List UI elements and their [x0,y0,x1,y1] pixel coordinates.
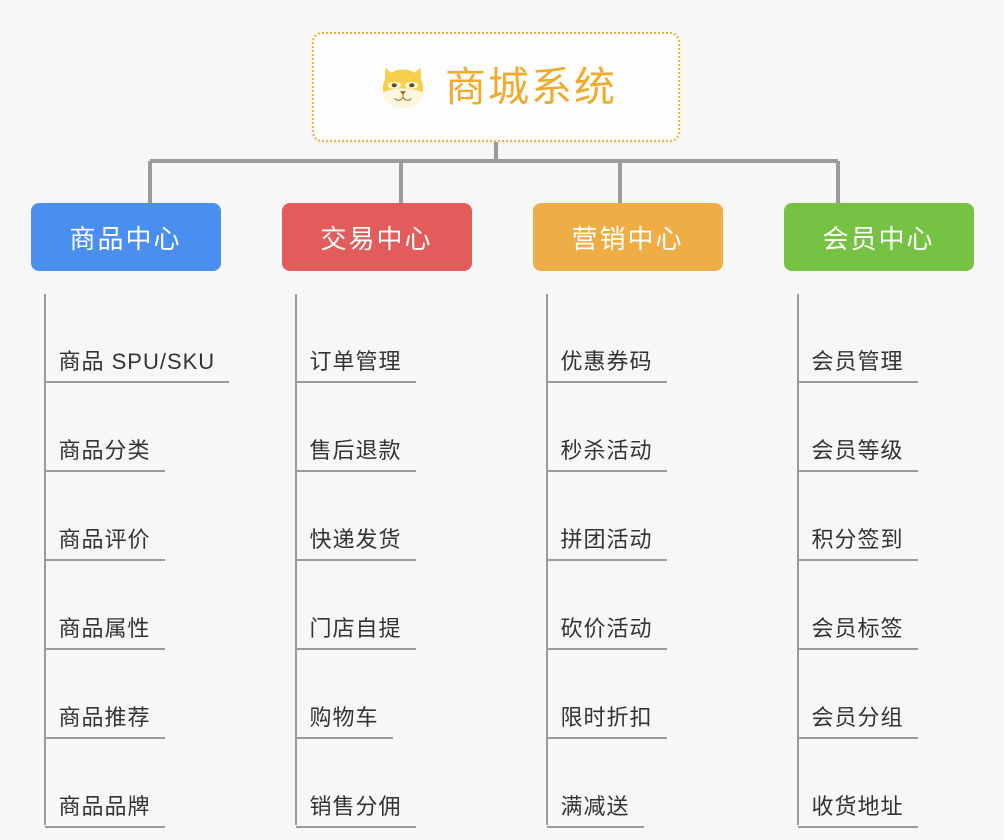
leaf-item[interactable]: 快递发货 [295,472,472,561]
leaf-label: 购物车 [295,705,393,739]
leaf-item[interactable]: 砍价活动 [546,561,723,650]
leaf-item[interactable]: 商品评价 [44,472,221,561]
leaf-item[interactable]: 商品分类 [44,383,221,472]
leaf-label: 限时折扣 [546,705,667,739]
leaf-label: 会员标签 [797,616,918,650]
leaf-item[interactable]: 会员管理 [797,294,974,383]
leaf-label: 会员等级 [797,438,918,472]
leaf-label: 快递发货 [295,527,416,561]
leaf-item[interactable]: 会员标签 [797,561,974,650]
leaf-item[interactable]: 门店自提 [295,561,472,650]
leaf-item[interactable]: 商品推荐 [44,650,221,739]
leaf-label: 砍价活动 [546,616,667,650]
column-member-center: 会员中心 会员管理 会员等级 积分签到 会员标签 会员分组 [753,203,1004,828]
leaf-item[interactable]: 会员等级 [797,383,974,472]
leaf-item[interactable]: 订单管理 [295,294,472,383]
leaf-item[interactable]: 商品品牌 [44,739,221,828]
category-label: 商品中心 [69,223,182,254]
category-header-marketing-center[interactable]: 营销中心 [532,203,723,271]
leaf-item[interactable]: 商品属性 [44,561,221,650]
leaf-item[interactable]: 积分签到 [797,472,974,561]
leaf-list-marketing-center: 优惠券码 秒杀活动 拼团活动 砍价活动 限时折扣 满减送 [533,294,723,828]
root-node[interactable]: 商城系统 [312,32,680,142]
leaf-label: 商品评价 [44,527,165,561]
category-header-product-center[interactable]: 商品中心 [30,203,221,271]
root-title: 商城系统 [445,63,617,110]
leaf-item[interactable]: 购物车 [295,650,472,739]
leaf-label: 优惠券码 [546,349,667,383]
leaf-label: 商品分类 [44,438,165,472]
leaf-label: 订单管理 [295,349,416,383]
leaf-item[interactable]: 限时折扣 [546,650,723,739]
category-label: 交易中心 [320,223,433,254]
leaf-label: 收货地址 [797,794,918,828]
leaf-label: 售后退款 [295,438,416,472]
leaf-label: 秒杀活动 [546,438,667,472]
leaf-item[interactable]: 售后退款 [295,383,472,472]
leaf-label: 会员管理 [797,349,918,383]
leaf-label: 会员分组 [797,705,918,739]
category-label: 会员中心 [822,223,935,254]
category-header-trade-center[interactable]: 交易中心 [281,203,472,271]
column-trade-center: 交易中心 订单管理 售后退款 快递发货 门店自提 购物车 [251,203,502,828]
leaf-label: 门店自提 [295,616,416,650]
leaf-label: 满减送 [546,794,644,828]
leaf-label: 商品 SPU/SKU [44,349,230,383]
leaf-item[interactable]: 会员分组 [797,650,974,739]
leaf-item[interactable]: 秒杀活动 [546,383,723,472]
leaf-item[interactable]: 优惠券码 [546,294,723,383]
leaf-label: 商品品牌 [44,794,165,828]
column-product-center: 商品中心 商品 SPU/SKU 商品分类 商品评价 商品属性 商品推荐 [0,203,251,828]
column-marketing-center: 营销中心 优惠券码 秒杀活动 拼团活动 砍价活动 限时折扣 [502,203,753,828]
leaf-label: 销售分佣 [295,794,416,828]
leaf-item[interactable]: 满减送 [546,739,723,828]
shiba-dog-face-icon [382,67,424,108]
leaf-item[interactable]: 拼团活动 [546,472,723,561]
category-header-member-center[interactable]: 会员中心 [783,203,974,271]
leaf-list-member-center: 会员管理 会员等级 积分签到 会员标签 会员分组 收货地址 [784,294,974,828]
category-columns: 商品中心 商品 SPU/SKU 商品分类 商品评价 商品属性 商品推荐 [0,203,1004,828]
leaf-list-product-center: 商品 SPU/SKU 商品分类 商品评价 商品属性 商品推荐 商品品牌 [31,294,230,828]
leaf-item[interactable]: 销售分佣 [295,739,472,828]
category-label: 营销中心 [571,223,684,254]
leaf-label: 拼团活动 [546,527,667,561]
leaf-label: 商品推荐 [44,705,165,739]
leaf-item[interactable]: 商品 SPU/SKU [44,294,230,383]
leaf-label: 商品属性 [44,616,165,650]
leaf-list-trade-center: 订单管理 售后退款 快递发货 门店自提 购物车 销售分佣 [282,294,472,828]
leaf-item[interactable]: 收货地址 [797,739,974,828]
leaf-label: 积分签到 [797,527,918,561]
